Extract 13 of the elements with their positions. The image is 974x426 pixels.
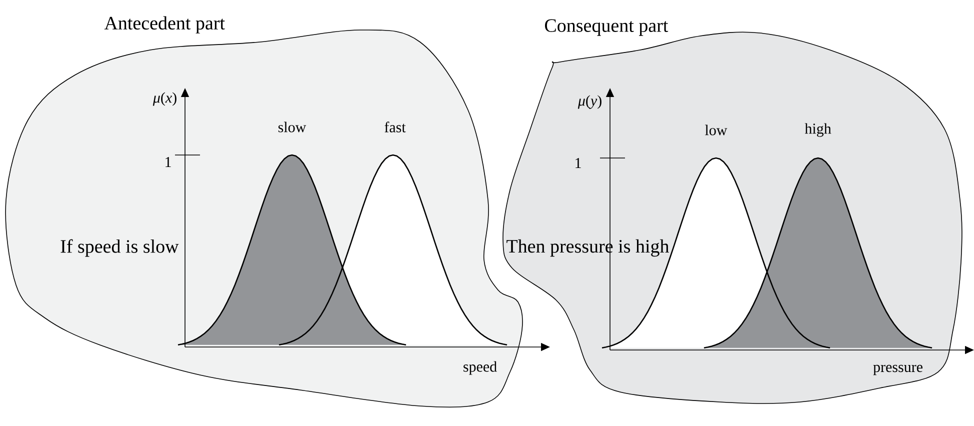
curve-label: slow — [278, 122, 306, 132]
curve-label: low — [705, 124, 728, 136]
axis-label: μ(x) — [152, 92, 176, 106]
curve-label: high — [804, 123, 832, 137]
tick-label: 1 — [576, 158, 581, 168]
axis-label: μ(y) — [578, 95, 602, 109]
rule-text: If speed is slow — [60, 239, 179, 257]
axis-label: pressure — [873, 364, 922, 376]
tick-label: 1 — [166, 157, 171, 167]
axis-label: speed — [464, 361, 497, 375]
region-heading: Antecedent part — [104, 16, 225, 34]
region-heading: Consequent part — [545, 19, 668, 36]
curve-label: fast — [384, 122, 406, 132]
